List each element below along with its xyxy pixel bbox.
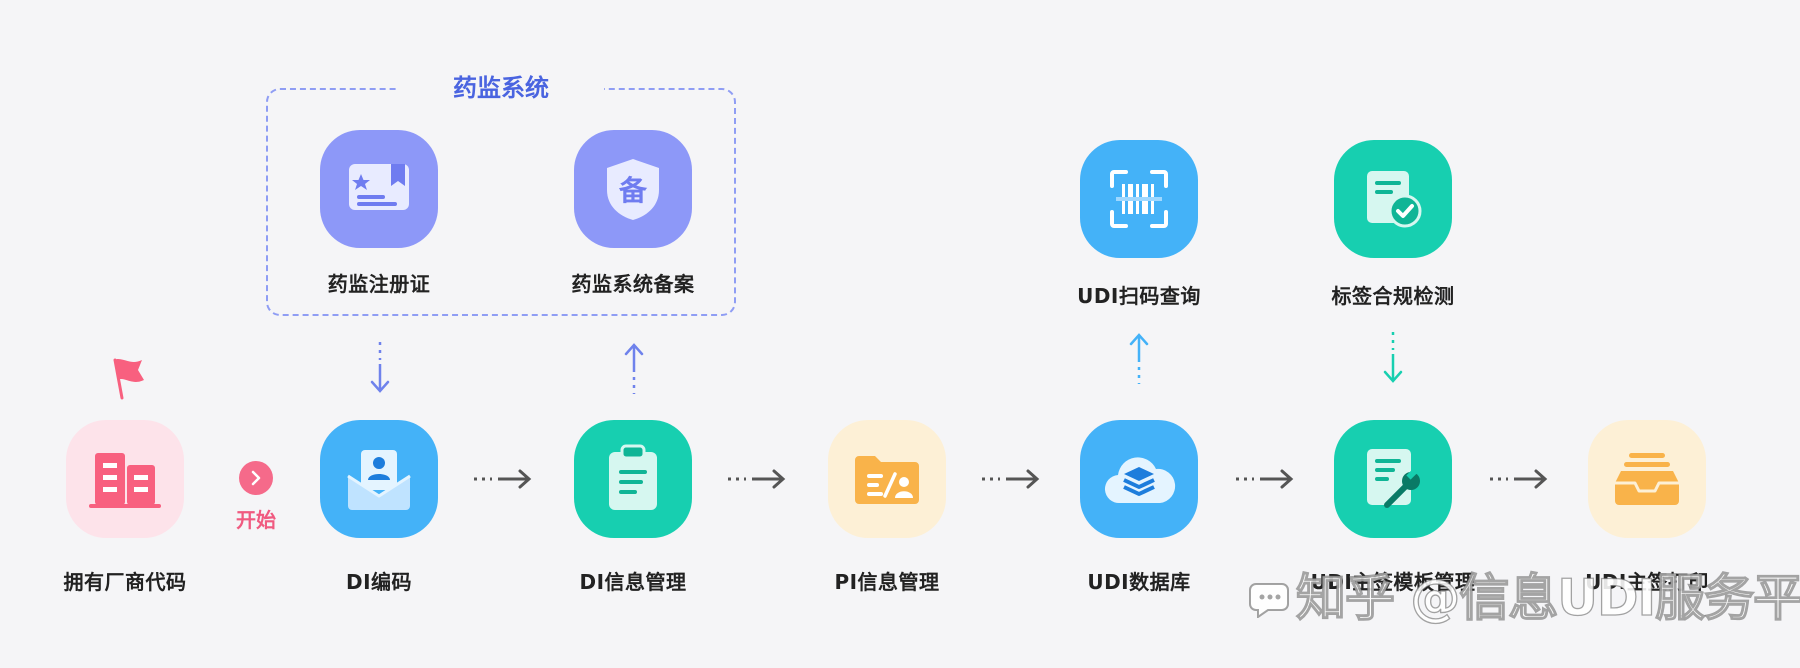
shield-filing-icon: 备 <box>607 159 659 220</box>
udi-template-label: UDI主签模板管理 <box>1310 570 1476 594</box>
filing-node[interactable]: 备 <box>574 130 692 248</box>
group-title: 药监系统 <box>398 68 604 108</box>
id-card-envelope-icon <box>347 450 411 510</box>
pi-info-node[interactable] <box>828 420 946 538</box>
arrow-down-to-template <box>1383 332 1403 383</box>
registration-label: 药监注册证 <box>327 272 431 296</box>
flag-icon <box>113 358 144 400</box>
di-info-label: DI信息管理 <box>579 570 687 594</box>
start-button[interactable] <box>239 461 273 495</box>
udi-db-node[interactable] <box>1080 420 1198 538</box>
arrow-down-to-di-code <box>370 342 390 393</box>
arrow-right-to-di-info <box>474 469 532 489</box>
watermark-text: 知乎 @信息UDI服务平台 <box>1295 568 1800 627</box>
pi-info-label: PI信息管理 <box>834 570 940 594</box>
arrow-right-to-template <box>1236 469 1294 489</box>
document-wrench-icon <box>1367 449 1420 508</box>
clipboard-icon <box>609 444 657 510</box>
di-code-label: DI编码 <box>345 570 413 594</box>
cloud-database-icon <box>1104 457 1176 504</box>
filing-label: 药监系统备案 <box>571 272 695 296</box>
scan-query-node[interactable] <box>1080 140 1198 258</box>
label-check-label: 标签合规检测 <box>1331 284 1455 308</box>
arrow-right-to-udi-db <box>982 469 1040 489</box>
di-code-node[interactable] <box>320 420 438 538</box>
building-icon <box>89 453 161 508</box>
manufacturer-label: 拥有厂商代码 <box>63 570 187 594</box>
barcode-scan-icon <box>1110 170 1168 228</box>
zhihu-logo-icon <box>1249 583 1289 618</box>
registration-node[interactable] <box>320 130 438 248</box>
tray-icon <box>1615 453 1679 505</box>
start-label: 开始 <box>236 508 276 532</box>
udi-db-label: UDI数据库 <box>1087 570 1191 594</box>
scan-query-label: UDI扫码查询 <box>1077 284 1201 308</box>
udi-print-node[interactable] <box>1588 420 1706 538</box>
filing-glyph: 备 <box>618 174 648 207</box>
chevron-right-icon <box>251 470 261 486</box>
udi-print-label: UDI主签打印 <box>1585 570 1709 594</box>
certificate-icon <box>349 164 409 210</box>
folder-edit-icon <box>855 456 919 504</box>
manufacturer-node[interactable] <box>66 420 184 538</box>
udi-template-node[interactable] <box>1334 420 1452 538</box>
arrow-up-to-filing <box>624 343 644 394</box>
document-check-icon <box>1367 171 1422 228</box>
di-info-node[interactable] <box>574 420 692 538</box>
arrow-right-to-print <box>1490 469 1548 489</box>
label-check-node[interactable] <box>1334 140 1452 258</box>
arrow-right-to-pi-info <box>728 469 786 489</box>
arrow-up-to-scan-query <box>1129 333 1149 384</box>
